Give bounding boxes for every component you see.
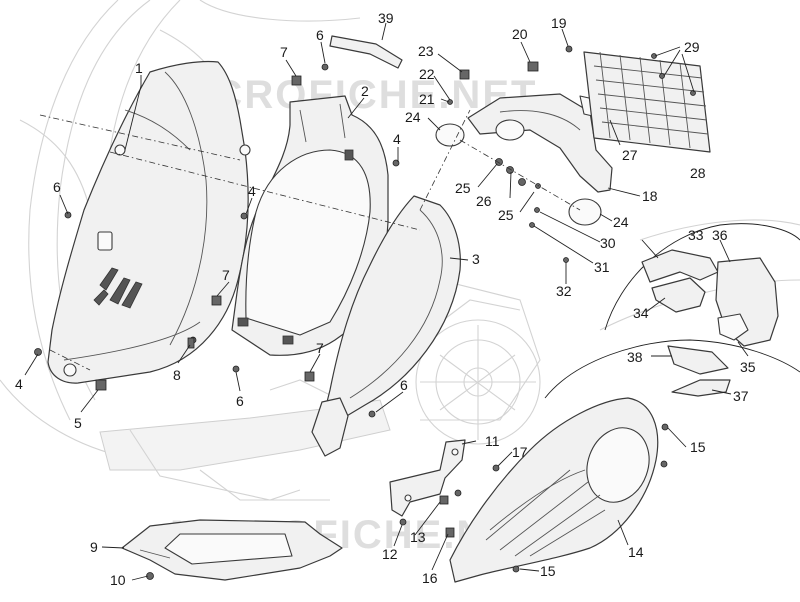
part-2-wheel-housing bbox=[231, 95, 389, 356]
callout-6-a: 6 bbox=[53, 179, 61, 195]
callout-3: 3 bbox=[472, 251, 480, 267]
callout-36: 36 bbox=[712, 227, 728, 243]
callout-21: 21 bbox=[419, 91, 435, 107]
callout-31: 31 bbox=[594, 259, 610, 275]
part-28-license-plate-grid bbox=[583, 51, 711, 153]
callout-2: 2 bbox=[361, 83, 369, 99]
callout-11: 11 bbox=[485, 433, 500, 449]
callout-23: 23 bbox=[418, 43, 434, 59]
callout-4-c: 4 bbox=[15, 376, 23, 392]
part-11-bracket bbox=[389, 439, 466, 517]
hardware-fasteners bbox=[34, 45, 696, 580]
callout-6-c: 6 bbox=[236, 393, 244, 409]
callout-8: 8 bbox=[173, 367, 181, 383]
part-34-duct-lower bbox=[651, 277, 706, 313]
part-24-disc-upper bbox=[435, 123, 465, 147]
callout-24-a: 24 bbox=[405, 109, 421, 125]
part-14-belt-cover bbox=[449, 397, 659, 583]
callout-18: 18 bbox=[642, 188, 658, 204]
callout-16: 16 bbox=[422, 570, 438, 586]
callout-4-b: 4 bbox=[248, 183, 256, 199]
part-3-side-panel bbox=[311, 195, 461, 457]
callout-7-b: 7 bbox=[222, 267, 230, 283]
callout-5: 5 bbox=[74, 415, 82, 431]
callout-32: 32 bbox=[556, 283, 572, 299]
callout-27: 27 bbox=[622, 147, 638, 163]
callout-28: 28 bbox=[690, 165, 706, 181]
callout-7-c: 7 bbox=[316, 340, 324, 356]
callout-33: 33 bbox=[688, 227, 704, 243]
callout-labels: 1 2 3 4 4 4 5 6 6 6 6 7 7 7 8 9 10 11 12… bbox=[15, 10, 756, 588]
callout-9: 9 bbox=[90, 539, 98, 555]
callout-34: 34 bbox=[633, 305, 649, 321]
callout-35: 35 bbox=[740, 359, 756, 375]
callout-7-a: 7 bbox=[280, 44, 288, 60]
callout-4-a: 4 bbox=[393, 131, 401, 147]
callout-6-b: 6 bbox=[316, 27, 324, 43]
callout-39: 39 bbox=[378, 10, 394, 26]
callout-15-a: 15 bbox=[690, 439, 706, 455]
callout-37: 37 bbox=[733, 388, 749, 404]
callout-29: 29 bbox=[684, 39, 700, 55]
callout-10: 10 bbox=[110, 572, 126, 588]
part-33-duct bbox=[641, 249, 719, 283]
callout-25-a: 25 bbox=[455, 180, 471, 196]
callout-14: 14 bbox=[628, 544, 644, 560]
part-38-scoop bbox=[667, 345, 729, 375]
callout-1: 1 bbox=[135, 60, 143, 76]
part-39-strip bbox=[329, 35, 403, 69]
inset-outline bbox=[544, 223, 800, 399]
part-24-disc-lower bbox=[568, 198, 602, 226]
callout-38: 38 bbox=[627, 349, 643, 365]
callout-15-b: 15 bbox=[540, 563, 556, 579]
callout-20: 20 bbox=[512, 26, 528, 42]
part-35-cover-inner bbox=[717, 313, 749, 341]
callout-12: 12 bbox=[382, 546, 398, 562]
part-37-flap bbox=[671, 379, 731, 397]
callout-22: 22 bbox=[419, 66, 435, 82]
callout-25-b: 25 bbox=[498, 207, 514, 223]
callout-24-b: 24 bbox=[613, 214, 629, 230]
callout-6-d: 6 bbox=[400, 377, 408, 393]
callout-19: 19 bbox=[551, 15, 567, 31]
part-9-bottom-plate bbox=[121, 519, 343, 581]
leader-lines bbox=[24, 22, 749, 581]
callout-30: 30 bbox=[600, 235, 616, 251]
part-18-plate-bracket bbox=[467, 93, 613, 193]
reference-lines bbox=[39, 109, 581, 371]
callout-17: 17 bbox=[512, 444, 528, 460]
callout-26: 26 bbox=[476, 193, 492, 209]
callout-13: 13 bbox=[410, 529, 426, 545]
part-1-inner-leg-shield bbox=[47, 60, 251, 384]
